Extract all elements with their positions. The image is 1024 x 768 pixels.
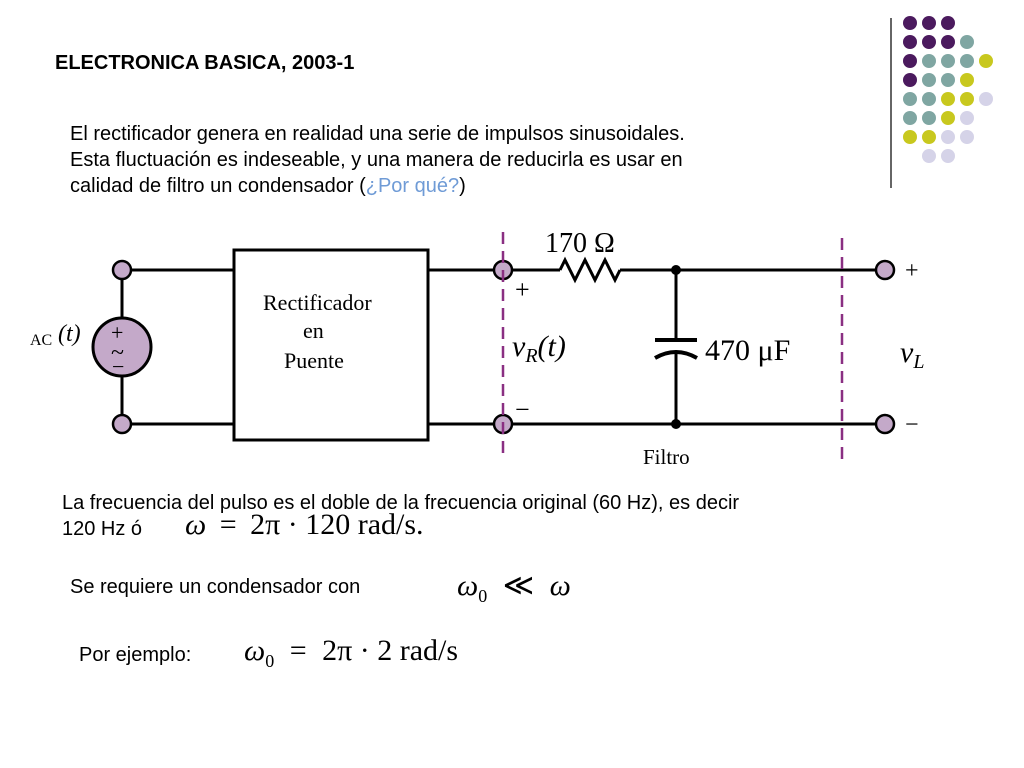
decorative-dot-grid bbox=[903, 16, 993, 163]
decorative-dot bbox=[903, 54, 917, 68]
omega0-symbol: ω bbox=[457, 569, 479, 602]
source-plus: + bbox=[111, 320, 123, 345]
decorative-dot bbox=[922, 35, 936, 49]
vl-minus: − bbox=[905, 412, 919, 438]
source-var: (t) bbox=[58, 321, 81, 347]
much-less-than: ≪ bbox=[502, 569, 535, 602]
terminal-vl-bottom bbox=[874, 413, 896, 435]
source-minus: − bbox=[112, 354, 124, 379]
decorative-dot bbox=[941, 92, 955, 106]
vl-label: vL bbox=[900, 336, 924, 373]
equals-sign: = bbox=[219, 508, 237, 541]
decorative-dot bbox=[903, 35, 917, 49]
source-tilde: ~ bbox=[111, 340, 124, 366]
intro-line-3-before: calidad de filtro un condensador ( bbox=[70, 175, 366, 197]
decorative-dot bbox=[941, 111, 955, 125]
decorative-dot bbox=[922, 16, 936, 30]
decorative-dot bbox=[903, 92, 917, 106]
decorative-dot bbox=[903, 130, 917, 144]
terminal-source-bottom bbox=[111, 413, 133, 435]
decorative-dot bbox=[960, 111, 974, 125]
block-label-line-1: Rectificador bbox=[263, 290, 372, 315]
decorative-dot bbox=[960, 73, 974, 87]
decorative-dot bbox=[960, 130, 974, 144]
intro-line-3-after: ) bbox=[459, 175, 466, 197]
equals-sign-2: = bbox=[289, 634, 307, 667]
example-formula: ω0 = 2π · 2 rad/s bbox=[244, 634, 458, 672]
por-que-link[interactable]: ¿Por qué? bbox=[365, 175, 460, 197]
omega0-symbol-2: ω bbox=[244, 634, 266, 667]
example-text: Por ejemplo: bbox=[79, 644, 192, 666]
decorative-dot bbox=[903, 16, 917, 30]
resistor-label: 170 Ω bbox=[545, 228, 615, 259]
capacitor-label: 470 μF bbox=[705, 334, 790, 367]
vr-plus: + bbox=[515, 275, 530, 304]
filter-label: Filtro bbox=[643, 445, 690, 469]
decorative-dot bbox=[960, 35, 974, 49]
frequency-paragraph: La frecuencia del pulso es el doble de l… bbox=[62, 490, 739, 542]
frequency-line-1: La frecuencia del pulso es el doble de l… bbox=[62, 492, 740, 514]
intro-line-3: calidad de filtro un condensador (¿Por q… bbox=[70, 173, 870, 199]
decorative-dot bbox=[922, 54, 936, 68]
node-top bbox=[671, 265, 681, 275]
decorative-dot bbox=[903, 73, 917, 87]
decorative-dot bbox=[922, 130, 936, 144]
decorative-dot bbox=[960, 54, 974, 68]
slide-title: ELECTRONICA BASICA, 2003-1 bbox=[55, 52, 355, 74]
decorative-dot bbox=[922, 92, 936, 106]
block-label-line-2: en bbox=[303, 318, 324, 343]
terminal-vl-top bbox=[874, 259, 896, 281]
vl-plus: + bbox=[905, 258, 919, 284]
terminal-source-top bbox=[111, 259, 133, 281]
omega0-subscript-2: 0 bbox=[265, 651, 275, 671]
decorative-dot bbox=[922, 111, 936, 125]
intro-line-2: Esta fluctuación es indeseable, y una ma… bbox=[70, 149, 683, 171]
intro-line-1: El rectificador genera en realidad una s… bbox=[70, 123, 685, 145]
omega0-subscript: 0 bbox=[478, 586, 488, 606]
decorative-dot bbox=[941, 54, 955, 68]
decorative-dot bbox=[941, 35, 955, 49]
decorative-dot bbox=[922, 149, 936, 163]
rectifier-block bbox=[232, 248, 430, 442]
decorative-dot bbox=[979, 54, 993, 68]
frequency-line-2: 120 Hz ó bbox=[62, 518, 143, 540]
example-rhs: 2π · 2 rad/s bbox=[322, 634, 459, 667]
decorative-dot bbox=[941, 149, 955, 163]
decorative-vertical-line bbox=[890, 18, 892, 188]
frequency-formula: ω = 2π · 120 rad/s. bbox=[185, 508, 424, 542]
block-label-line-3: Puente bbox=[284, 348, 344, 373]
condition-text: Se requiere un condensador con bbox=[70, 576, 361, 598]
omega-symbol: ω bbox=[185, 508, 207, 541]
vr-label: vR(t) bbox=[512, 330, 566, 367]
resistor-symbol bbox=[558, 256, 622, 284]
source-label: AC bbox=[30, 332, 52, 349]
ac-source bbox=[91, 316, 153, 378]
decorative-dot bbox=[941, 16, 955, 30]
decorative-dot bbox=[960, 92, 974, 106]
decorative-dot bbox=[979, 92, 993, 106]
decorative-dot bbox=[941, 73, 955, 87]
node-bottom bbox=[671, 419, 681, 429]
vr-minus: − bbox=[515, 395, 530, 424]
frequency-rhs: 2π · 120 rad/s. bbox=[250, 508, 424, 541]
decorative-dot bbox=[941, 130, 955, 144]
condition-formula: ω0 ≪ ω bbox=[457, 568, 571, 607]
decorative-dot bbox=[922, 73, 936, 87]
decorative-dot bbox=[903, 111, 917, 125]
intro-paragraph: El rectificador genera en realidad una s… bbox=[70, 121, 870, 199]
rectifier-filter-circuit: Rectificador en Puente + ~ − AC (t) 170 … bbox=[30, 228, 924, 469]
omega-symbol-2: ω bbox=[549, 569, 571, 602]
